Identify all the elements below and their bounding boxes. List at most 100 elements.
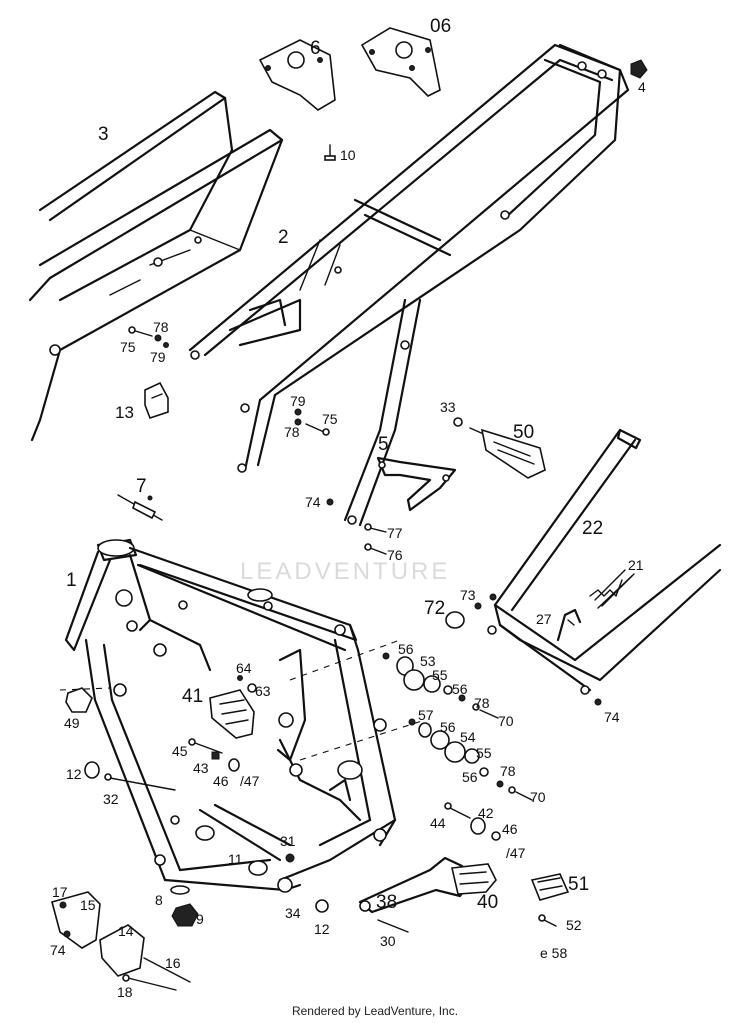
callout-53: 53 bbox=[420, 653, 436, 669]
callout-55-a: 55 bbox=[432, 667, 448, 683]
callout-64: 64 bbox=[236, 660, 252, 676]
spacer-parts-12-34 bbox=[315, 899, 329, 913]
callout-78-upper: 78 bbox=[153, 319, 169, 335]
callout-56-c: 56 bbox=[440, 719, 456, 735]
footpeg-part-41 bbox=[209, 675, 257, 739]
callout-75-upper: 75 bbox=[120, 339, 136, 355]
part-callout-labels: 06 6 4 3 10 2 78 75 79 13 79 78 75 33 50… bbox=[50, 16, 646, 1000]
cross-brace-part-5 bbox=[376, 456, 457, 512]
callout-9: 9 bbox=[196, 911, 204, 927]
callout-44: 44 bbox=[430, 815, 446, 831]
callout-11: 11 bbox=[228, 851, 243, 867]
bolt-parts-12-32 bbox=[84, 761, 176, 791]
callout-3: 3 bbox=[98, 124, 109, 145]
sensor-part-7 bbox=[117, 494, 163, 521]
callout-2: 2 bbox=[278, 227, 289, 248]
callout-75-middle: 75 bbox=[322, 411, 338, 427]
callout-8: 8 bbox=[155, 892, 163, 908]
callout-46-b: 46 bbox=[502, 821, 518, 837]
callout-22: 22 bbox=[582, 518, 603, 539]
callout-6: 6 bbox=[310, 38, 321, 59]
callout-10: 10 bbox=[340, 147, 356, 163]
callout-79-upper: 79 bbox=[150, 349, 166, 365]
callout-46-a: 46 bbox=[213, 773, 229, 789]
main-frame-part-1 bbox=[64, 538, 397, 893]
mount-part-49 bbox=[59, 687, 111, 713]
callout-79-middle: 79 bbox=[290, 393, 306, 409]
callout-70-b: 70 bbox=[530, 789, 546, 805]
footer-credit: Rendered by LeadVenture, Inc. bbox=[291, 1004, 459, 1018]
callout-77: 77 bbox=[387, 525, 403, 541]
callout-14: 14 bbox=[118, 923, 134, 939]
callout-54: 54 bbox=[460, 729, 476, 745]
callout-56-b: 56 bbox=[452, 681, 468, 697]
callout-63: 63 bbox=[255, 683, 271, 699]
callout-78-d: 78 bbox=[500, 763, 516, 779]
fasteners-43-45-46-47 bbox=[188, 738, 240, 772]
callout-5: 5 bbox=[378, 434, 389, 455]
watermark-text: LEADVENTURE bbox=[240, 558, 451, 585]
rear-frame-left-part-3 bbox=[28, 90, 284, 442]
callout-49: 49 bbox=[64, 715, 80, 731]
pivot-hardware-upper bbox=[382, 652, 499, 719]
fasteners-74-76-77 bbox=[326, 498, 387, 555]
callout-52: 52 bbox=[566, 917, 582, 933]
nut-part-4 bbox=[630, 59, 648, 79]
bracket-part-6 bbox=[258, 39, 336, 111]
bracket-parts-14-15-17 bbox=[51, 891, 191, 991]
callout-32: 32 bbox=[103, 791, 119, 807]
callout-57: 57 bbox=[418, 707, 434, 723]
pivot-hardware-lower bbox=[408, 718, 533, 801]
callout-40: 40 bbox=[477, 892, 498, 913]
callout-55-b: 55 bbox=[476, 745, 492, 761]
callout-47-b: /47 bbox=[506, 845, 526, 861]
fasteners-75-78-79-upper bbox=[128, 326, 169, 348]
callout-7: 7 bbox=[136, 476, 147, 497]
springs-part-21 bbox=[589, 569, 635, 609]
callout-16: 16 bbox=[165, 955, 181, 971]
bumper-parts-72-73 bbox=[445, 593, 497, 629]
callout-73: 73 bbox=[460, 587, 476, 603]
callout-17: 17 bbox=[52, 884, 68, 900]
fasteners-75-78-79-middle bbox=[294, 408, 330, 436]
callout-27: 27 bbox=[536, 611, 552, 627]
footrest-parts-51-52-58 bbox=[530, 873, 570, 927]
callout-70-a: 70 bbox=[498, 713, 514, 729]
hook-part-27 bbox=[556, 608, 582, 642]
shift-lever-parts-38-40 bbox=[358, 856, 497, 933]
rubber-block-part-13 bbox=[144, 381, 169, 420]
callout-34: 34 bbox=[285, 905, 301, 921]
callout-31: 31 bbox=[280, 833, 296, 849]
callout-47-a: /47 bbox=[240, 773, 260, 789]
callout-12-b: 12 bbox=[314, 921, 330, 937]
callout-74-right: 74 bbox=[604, 709, 620, 725]
callout-41: 41 bbox=[182, 686, 203, 707]
callout-76: 76 bbox=[387, 547, 403, 563]
callout-12-a: 12 bbox=[66, 766, 82, 782]
callout-42: 42 bbox=[478, 805, 494, 821]
frame-parts-drawing: 06 6 4 3 10 2 78 75 79 13 79 78 75 33 50… bbox=[28, 16, 722, 1000]
spacer-parts-11-31 bbox=[285, 853, 295, 863]
callout-06: 06 bbox=[430, 16, 451, 37]
rear-subframe-part-2 bbox=[188, 43, 630, 527]
callout-1: 1 bbox=[66, 570, 77, 591]
fasteners-42-44-46-47 bbox=[444, 802, 501, 841]
callout-78-c: 78 bbox=[474, 695, 490, 711]
callout-50: 50 bbox=[513, 422, 534, 443]
callout-51: 51 bbox=[568, 874, 589, 895]
callout-4: 4 bbox=[638, 79, 646, 95]
drain-parts-8-9 bbox=[170, 885, 199, 927]
callout-45: 45 bbox=[172, 743, 188, 759]
callout-78-middle: 78 bbox=[284, 424, 300, 440]
bolt-part-10 bbox=[324, 144, 336, 161]
callout-56-d: 56 bbox=[462, 769, 478, 785]
callout-18: 18 bbox=[117, 984, 133, 1000]
callout-74-upper: 74 bbox=[305, 494, 321, 510]
callout-33: 33 bbox=[440, 399, 456, 415]
callout-74-left: 74 bbox=[50, 942, 66, 958]
footpeg-part-50 bbox=[453, 417, 546, 479]
bracket-part-06 bbox=[360, 27, 441, 97]
callout-13: 13 bbox=[115, 403, 134, 422]
callout-21: 21 bbox=[628, 557, 644, 573]
